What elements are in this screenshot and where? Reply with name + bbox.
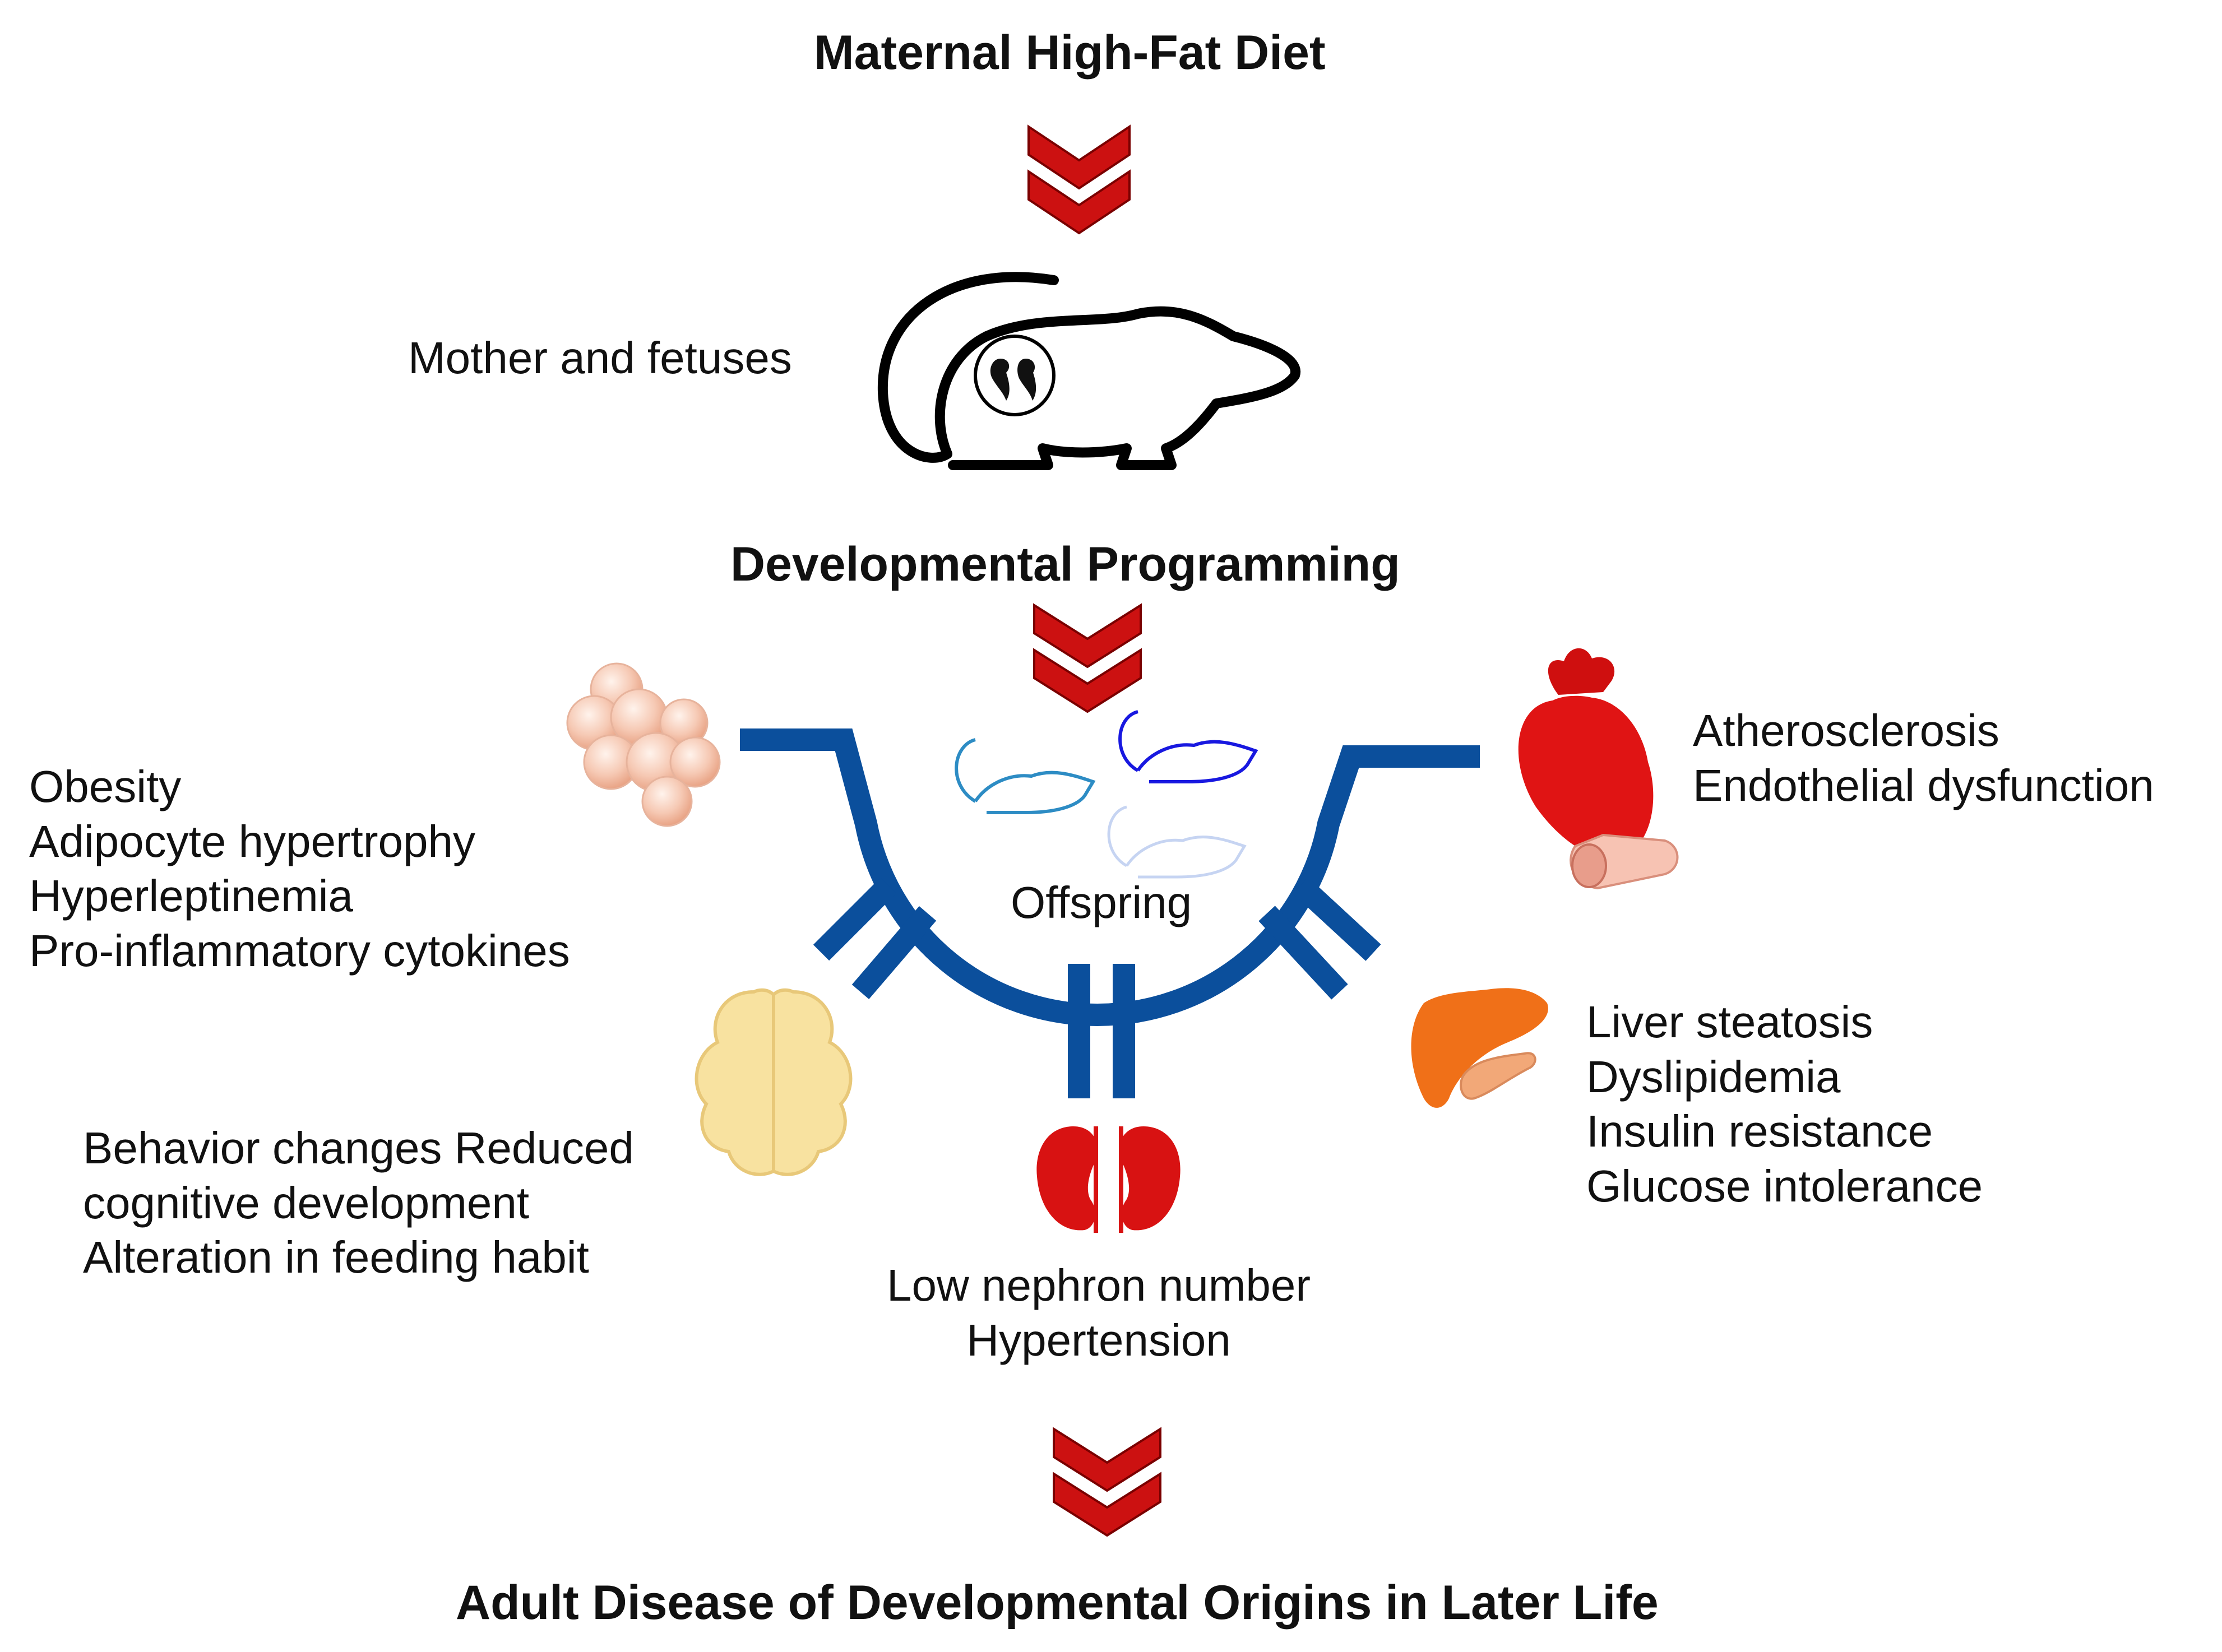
fetus-icon <box>990 359 1036 401</box>
liver-effect: Glucose intolerance <box>1586 1161 1983 1211</box>
pregnant-rat-icon <box>877 272 1300 470</box>
brain-effect: cognitive development <box>83 1177 530 1228</box>
chevron-down-icon <box>1027 124 1131 235</box>
bottom-heading: Adult Disease of Developmental Origins i… <box>456 1576 1659 1630</box>
heart-effect: Atherosclerosis <box>1693 706 1999 755</box>
kidney-effect: Hypertension <box>966 1315 1231 1365</box>
brain-effect: Behavior changes Reduced <box>83 1123 634 1173</box>
rat-icon <box>1118 710 1258 783</box>
brain-icon <box>695 988 853 1176</box>
heart-icon <box>1518 648 1679 890</box>
adipose-effect: Obesity <box>29 762 182 811</box>
offspring-label: Offspring <box>1011 878 1192 927</box>
liver-icon <box>1411 988 1548 1108</box>
liver-effect: Insulin resistance <box>1586 1106 1933 1157</box>
kidney-effect: Low nephron number <box>886 1260 1311 1310</box>
adipose-effects-list: Obesity Adipocyte hypertrophy Hyperlepti… <box>29 759 570 978</box>
fat-cells-icon <box>566 662 721 827</box>
rat-icon <box>1107 805 1247 879</box>
brain-effects-list: Behavior changes Reduced cognitive devel… <box>83 1121 634 1285</box>
middle-heading: Developmental Programming <box>730 537 1400 591</box>
kidney-icon <box>1036 1126 1181 1233</box>
chevron-down-icon <box>1053 1427 1161 1537</box>
top-heading: Maternal High-Fat Diet <box>814 26 1326 80</box>
mother-label: Mother and fetuses <box>408 333 792 383</box>
kidney-effects-list: Low nephron number Hypertension <box>863 1258 1334 1367</box>
adipose-effect: Pro-inflammatory cytokines <box>29 925 570 976</box>
heart-effect: Endothelial dysfunction <box>1693 760 2154 810</box>
chevron-down-icon <box>1033 603 1142 713</box>
heart-effects-list: Atherosclerosis Endothelial dysfunction <box>1693 703 2154 813</box>
liver-effects-list: Liver steatosis Dyslipidemia Insulin res… <box>1586 995 1983 1213</box>
adipose-effect: Adipocyte hypertrophy <box>29 816 476 866</box>
adipose-effect: Hyperleptinemia <box>29 871 354 921</box>
liver-effect: Dyslipidemia <box>1586 1051 1841 1102</box>
rat-icon <box>955 738 1096 814</box>
liver-effect: Liver steatosis <box>1586 997 1873 1047</box>
brain-effect: Alteration in feeding habit <box>83 1232 589 1283</box>
organ-connector <box>740 728 1480 1098</box>
